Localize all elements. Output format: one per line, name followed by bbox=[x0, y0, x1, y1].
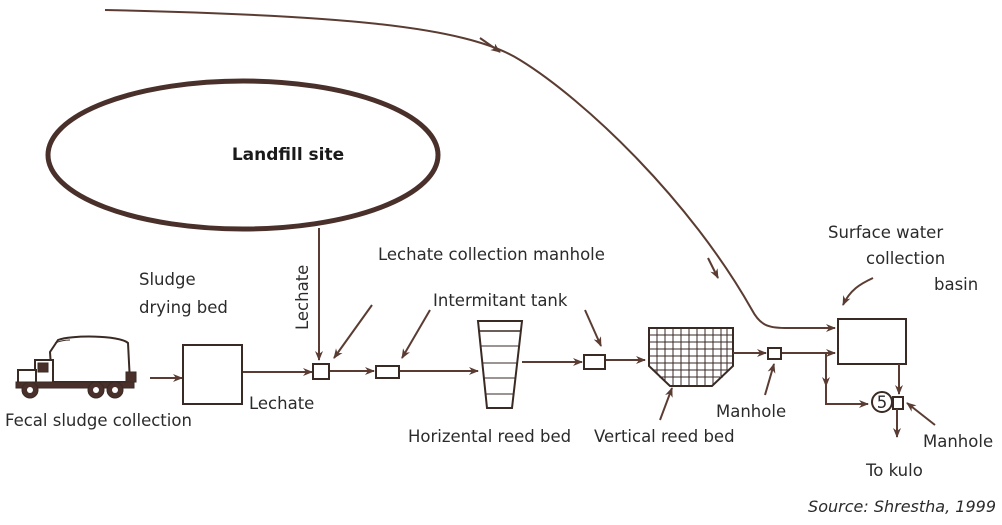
intermitant-tank-box bbox=[375, 365, 400, 379]
sludge-drying-label-line2: drying bed bbox=[139, 298, 228, 317]
lechate-bottom-label: Lechate bbox=[249, 394, 314, 413]
horizontal-reed-bed bbox=[476, 320, 524, 409]
vertical-reed-bed-label: Vertical reed bed bbox=[594, 427, 735, 446]
curved-runoff-line bbox=[104, 9, 836, 332]
lechate-vertical-label: Lechate bbox=[293, 265, 312, 330]
source-citation: Source: Shrestha, 1999 bbox=[808, 497, 996, 516]
surface-water-label-3: basin bbox=[934, 275, 978, 294]
horizontal-reed-bed-label: Horizental reed bed bbox=[408, 427, 571, 446]
surface-water-label-1: Surface water bbox=[828, 223, 943, 242]
sludge-drying-label-line1: Sludge bbox=[139, 270, 196, 289]
tank-2-pointer bbox=[584, 309, 602, 347]
tank-2-box bbox=[583, 354, 606, 370]
pump-number: 5 bbox=[877, 393, 888, 412]
manhole-right-pointer bbox=[906, 402, 936, 426]
surface-water-label-2: collection bbox=[866, 249, 945, 268]
intermitant-tank-pointer bbox=[401, 309, 431, 359]
truck-icon bbox=[15, 335, 137, 399]
landfill-label: Landfill site bbox=[232, 145, 344, 165]
lechate-manhole-label: Lechate collection manhole bbox=[378, 245, 605, 264]
manhole-left-box bbox=[767, 347, 782, 360]
fecal-sludge-label: Fecal sludge collection bbox=[5, 411, 192, 430]
to-kulo-label: To kulo bbox=[865, 461, 923, 480]
manhole-left-pointer bbox=[764, 363, 776, 396]
lechate-manhole-pointer bbox=[333, 304, 373, 359]
curve-mid-arrow bbox=[479, 37, 501, 53]
lechate-collection-manhole-box bbox=[312, 363, 330, 380]
sludge-drying-bed-box bbox=[182, 344, 243, 405]
surface-water-basin-box bbox=[837, 318, 907, 365]
surface-water-pointer bbox=[842, 277, 874, 306]
manhole-left-label: Manhole bbox=[716, 402, 786, 421]
intermitant-tank-label: Intermitant tank bbox=[433, 291, 568, 310]
vertical-reed-bed bbox=[648, 327, 734, 387]
vertical-bed-pointer bbox=[659, 387, 673, 421]
bypass-to-pump-line bbox=[825, 386, 869, 408]
manhole-right-box bbox=[892, 396, 904, 410]
manhole-right-label: Manhole bbox=[923, 432, 993, 451]
landfill-ellipse bbox=[45, 78, 441, 232]
curve-lower-arrow bbox=[707, 257, 719, 279]
